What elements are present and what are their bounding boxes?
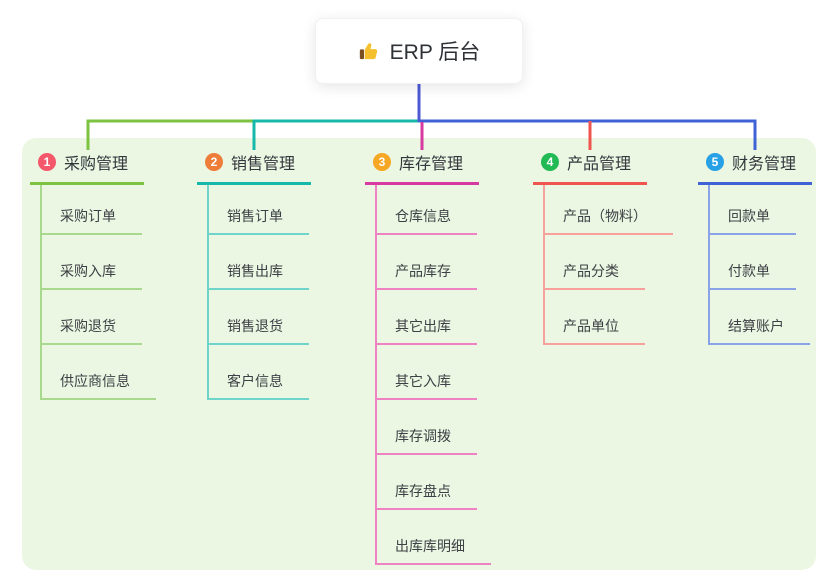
child-node[interactable]: 其它入库: [377, 345, 477, 400]
branch-1: 1 采购管理采购订单采购入库采购退货供应商信息: [30, 148, 156, 400]
branch-label: 采购管理: [64, 156, 129, 173]
branch-header[interactable]: 2 销售管理: [197, 148, 312, 185]
child-node[interactable]: 回款单: [710, 185, 796, 235]
child-node[interactable]: 供应商信息: [42, 345, 156, 400]
branch-number-badge: 4: [541, 153, 559, 171]
child-node[interactable]: 结算账户: [710, 290, 810, 345]
child-node[interactable]: 客户信息: [209, 345, 309, 400]
branch-5: 5 财务管理回款单付款单结算账户: [698, 148, 813, 345]
branch-number-badge: 2: [205, 153, 223, 171]
child-node[interactable]: 产品单位: [545, 290, 645, 345]
thumbs-up-icon: [358, 40, 380, 62]
child-node[interactable]: 仓库信息: [377, 185, 477, 235]
child-node[interactable]: 销售订单: [209, 185, 309, 235]
branch-children: 销售订单销售出库销售退货客户信息: [207, 185, 309, 400]
child-node[interactable]: 采购退货: [42, 290, 142, 345]
child-node[interactable]: 库存调拨: [377, 400, 477, 455]
branch-children: 产品（物料）产品分类产品单位: [543, 185, 673, 345]
branch-children: 仓库信息产品库存其它出库其它入库库存调拨库存盘点出库库明细: [375, 185, 491, 565]
child-node[interactable]: 库存盘点: [377, 455, 477, 510]
branch-number-badge: 3: [373, 153, 391, 171]
child-node[interactable]: 产品（物料）: [545, 185, 673, 235]
root-title: ERP 后台: [389, 41, 481, 64]
branch-label: 库存管理: [399, 156, 464, 173]
child-node[interactable]: 销售出库: [209, 235, 309, 290]
child-node[interactable]: 采购入库: [42, 235, 142, 290]
branch-2: 2 销售管理销售订单销售出库销售退货客户信息: [197, 148, 312, 400]
child-node[interactable]: 出库库明细: [377, 510, 491, 565]
child-node[interactable]: 其它出库: [377, 290, 477, 345]
branch-number-badge: 5: [706, 153, 724, 171]
branch-label: 财务管理: [732, 156, 797, 173]
child-node[interactable]: 付款单: [710, 235, 796, 290]
branch-children: 回款单付款单结算账户: [708, 185, 810, 345]
branch-header[interactable]: 5 财务管理: [698, 148, 813, 185]
branch-label: 产品管理: [567, 156, 632, 173]
branch-children: 采购订单采购入库采购退货供应商信息: [40, 185, 156, 400]
child-node[interactable]: 采购订单: [42, 185, 142, 235]
branch-header[interactable]: 3 库存管理: [365, 148, 480, 185]
branch-4: 4 产品管理产品（物料）产品分类产品单位: [533, 148, 673, 345]
root-node[interactable]: ERP 后台: [315, 18, 523, 84]
branch-label: 销售管理: [231, 156, 296, 173]
child-node[interactable]: 销售退货: [209, 290, 309, 345]
child-node[interactable]: 产品分类: [545, 235, 645, 290]
branch-header[interactable]: 4 产品管理: [533, 148, 648, 185]
branch-3: 3 库存管理仓库信息产品库存其它出库其它入库库存调拨库存盘点出库库明细: [365, 148, 491, 565]
child-node[interactable]: 产品库存: [377, 235, 477, 290]
branch-header[interactable]: 1 采购管理: [30, 148, 145, 185]
branches-background-panel: [22, 138, 816, 570]
branch-number-badge: 1: [38, 153, 56, 171]
